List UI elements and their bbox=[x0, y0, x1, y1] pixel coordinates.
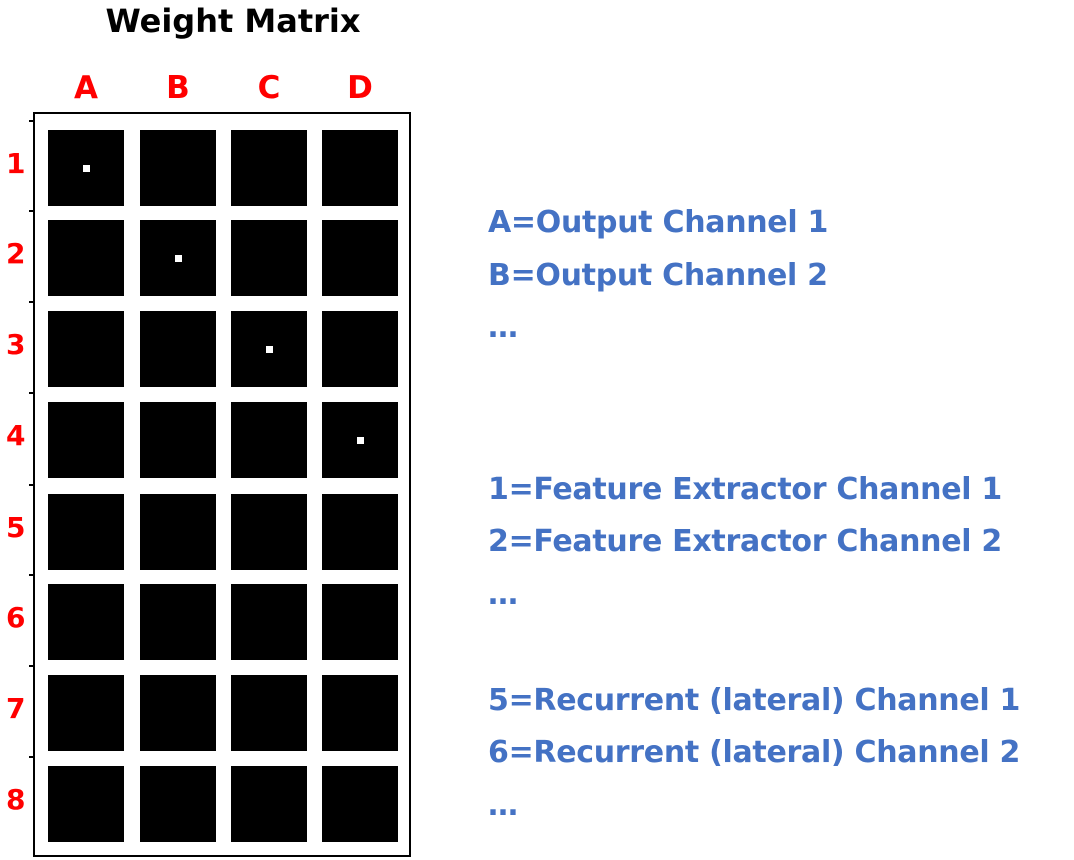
active-weight-dot bbox=[83, 165, 90, 172]
matrix-cell-8-d bbox=[322, 766, 398, 842]
legend-recurrent-channel-1: 5=Recurrent (lateral) Channel 1 bbox=[488, 683, 1021, 718]
matrix-cell-1-c bbox=[231, 130, 307, 206]
matrix-cell-3-c bbox=[231, 311, 307, 387]
row-label-7: 7 bbox=[6, 692, 26, 725]
legend-output-channel-2: B=Output Channel 2 bbox=[488, 258, 828, 293]
matrix-cell-8-a bbox=[48, 766, 124, 842]
matrix-cell-7-b bbox=[140, 675, 216, 751]
row-tick bbox=[29, 756, 34, 758]
matrix-cell-1-a bbox=[48, 130, 124, 206]
matrix-cell-4-a bbox=[48, 402, 124, 478]
column-label-c: C bbox=[257, 70, 281, 106]
legend-feature-channel-1: 1=Feature Extractor Channel 1 bbox=[488, 472, 1002, 507]
matrix-cell-7-d bbox=[322, 675, 398, 751]
matrix-cell-5-d bbox=[322, 494, 398, 570]
matrix-cell-2-a bbox=[48, 220, 124, 296]
matrix-cell-2-c bbox=[231, 220, 307, 296]
diagram-title: Weight Matrix bbox=[105, 2, 361, 40]
matrix-cell-5-c bbox=[231, 494, 307, 570]
matrix-cell-1-b bbox=[140, 130, 216, 206]
column-label-d: D bbox=[347, 70, 373, 106]
matrix-cell-2-d bbox=[322, 220, 398, 296]
matrix-cell-8-c bbox=[231, 766, 307, 842]
row-tick bbox=[29, 665, 34, 667]
matrix-cell-3-a bbox=[48, 311, 124, 387]
legend-output-channel-1: A=Output Channel 1 bbox=[488, 205, 829, 240]
matrix-cell-4-b bbox=[140, 402, 216, 478]
legend-ellipsis-recurrent: … bbox=[488, 788, 518, 823]
matrix-cell-8-b bbox=[140, 766, 216, 842]
row-tick bbox=[29, 210, 34, 212]
row-label-8: 8 bbox=[6, 783, 26, 816]
matrix-cell-3-d bbox=[322, 311, 398, 387]
row-tick bbox=[29, 120, 34, 122]
active-weight-dot bbox=[357, 437, 364, 444]
matrix-cell-5-a bbox=[48, 494, 124, 570]
row-label-4: 4 bbox=[6, 419, 26, 452]
row-tick bbox=[29, 484, 34, 486]
column-label-a: A bbox=[74, 70, 98, 106]
matrix-cell-6-d bbox=[322, 584, 398, 660]
active-weight-dot bbox=[266, 346, 273, 353]
matrix-cell-6-c bbox=[231, 584, 307, 660]
legend-ellipsis-features: … bbox=[488, 577, 518, 612]
active-weight-dot bbox=[175, 255, 182, 262]
legend-recurrent-channel-2: 6=Recurrent (lateral) Channel 2 bbox=[488, 735, 1021, 770]
matrix-cell-4-d bbox=[322, 402, 398, 478]
matrix-cell-3-b bbox=[140, 311, 216, 387]
matrix-cell-6-a bbox=[48, 584, 124, 660]
row-label-5: 5 bbox=[6, 511, 26, 544]
legend-ellipsis-outputs: … bbox=[488, 310, 518, 345]
matrix-cell-1-d bbox=[322, 130, 398, 206]
row-label-1: 1 bbox=[6, 147, 26, 180]
legend-feature-channel-2: 2=Feature Extractor Channel 2 bbox=[488, 524, 1002, 559]
matrix-cell-7-a bbox=[48, 675, 124, 751]
matrix-cell-4-c bbox=[231, 402, 307, 478]
row-tick bbox=[29, 392, 34, 394]
matrix-cell-5-b bbox=[140, 494, 216, 570]
column-label-b: B bbox=[166, 70, 190, 106]
row-tick bbox=[29, 301, 34, 303]
row-label-6: 6 bbox=[6, 601, 26, 634]
row-tick bbox=[29, 574, 34, 576]
matrix-cell-7-c bbox=[231, 675, 307, 751]
row-label-2: 2 bbox=[6, 237, 26, 270]
row-label-3: 3 bbox=[6, 328, 26, 361]
matrix-cell-6-b bbox=[140, 584, 216, 660]
matrix-cell-2-b bbox=[140, 220, 216, 296]
